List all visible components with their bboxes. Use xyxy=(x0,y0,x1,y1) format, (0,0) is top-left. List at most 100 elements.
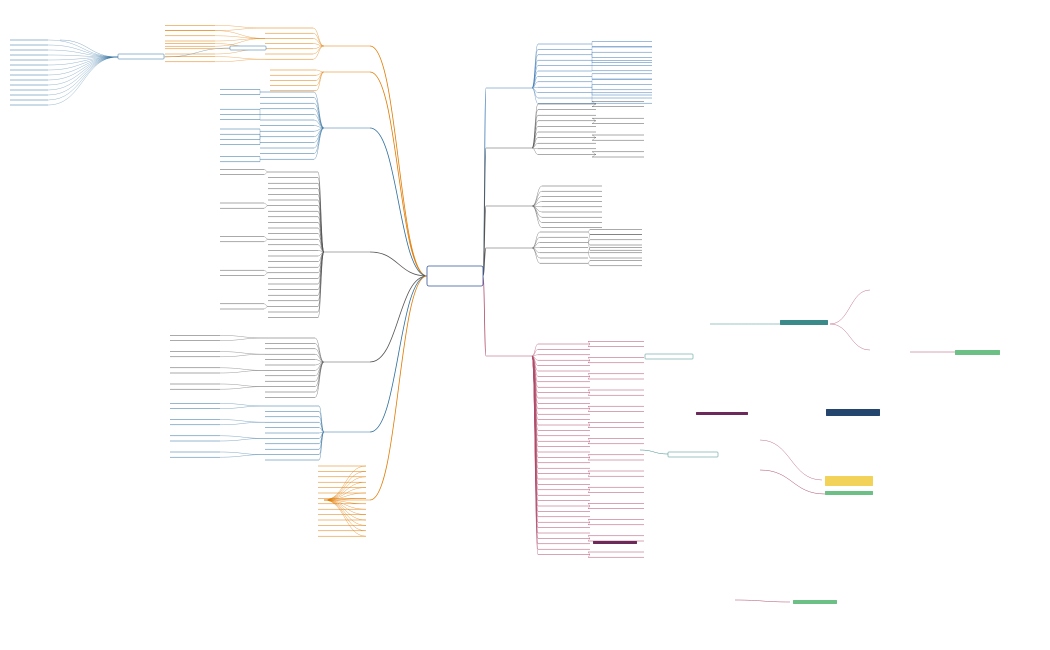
branch-connector xyxy=(531,147,539,155)
branch-connector xyxy=(587,263,591,266)
branch-connector xyxy=(587,229,591,233)
outline-node[interactable] xyxy=(667,451,719,458)
branch-connector xyxy=(263,236,269,240)
outline-node[interactable] xyxy=(229,45,267,51)
branch-connector xyxy=(263,239,269,242)
branch-connector xyxy=(219,370,266,374)
highlight-node[interactable] xyxy=(955,350,1000,355)
branch-connector xyxy=(587,408,591,412)
branch-connector xyxy=(591,137,597,141)
banner-node[interactable] xyxy=(826,409,880,416)
branch-connector xyxy=(219,351,266,355)
branch-connector xyxy=(587,470,591,474)
branch-connector xyxy=(369,251,428,277)
branch-connector xyxy=(313,127,325,154)
branch-connector xyxy=(219,367,266,371)
branch-connector xyxy=(587,231,591,235)
branch-connector xyxy=(587,247,591,253)
branch-connector xyxy=(587,392,591,396)
branch-connector xyxy=(591,151,597,155)
branch-connector xyxy=(313,97,325,129)
branch-connector xyxy=(587,376,591,380)
branch-connector xyxy=(214,56,266,60)
branch-connector xyxy=(312,27,325,47)
branch-connector xyxy=(318,411,325,433)
outline-node[interactable] xyxy=(117,53,165,60)
branch-connector xyxy=(587,489,591,493)
branch-connector xyxy=(323,482,367,501)
branch-connector xyxy=(47,56,119,91)
branch-connector xyxy=(759,469,826,495)
branch-connector xyxy=(531,247,541,264)
branch-connector xyxy=(587,441,591,444)
branch-connector xyxy=(313,103,325,129)
highlight-node[interactable] xyxy=(825,491,873,495)
branch-connector xyxy=(313,127,325,160)
branch-connector xyxy=(323,499,367,537)
branch-connector xyxy=(47,56,119,106)
branch-connector xyxy=(587,538,591,542)
highlight-node[interactable] xyxy=(793,600,837,604)
branch-connector xyxy=(587,522,591,525)
branch-connector xyxy=(587,438,591,442)
branch-connector xyxy=(47,56,119,61)
branch-connector xyxy=(219,335,266,339)
branch-connector xyxy=(323,465,367,501)
branch-connector xyxy=(47,39,119,58)
branch-connector xyxy=(531,205,543,223)
branch-connector xyxy=(587,554,591,558)
branch-connector xyxy=(759,439,823,481)
highlight-node[interactable] xyxy=(825,476,873,486)
branch-connector xyxy=(219,354,266,357)
banner-node[interactable] xyxy=(593,541,637,544)
root-node-frame xyxy=(426,265,484,287)
branch-connector xyxy=(531,54,539,89)
branch-connector xyxy=(214,59,266,62)
branch-connector xyxy=(591,103,597,107)
branch-connector xyxy=(531,87,539,104)
branch-connector xyxy=(587,454,591,458)
branch-connector xyxy=(531,205,543,228)
branch-connector xyxy=(315,71,325,86)
branch-connector xyxy=(315,71,325,91)
branch-connector xyxy=(219,403,266,407)
branch-connector xyxy=(323,487,367,501)
branch-connector xyxy=(219,422,266,425)
branch-connector xyxy=(369,127,428,277)
branch-connector xyxy=(219,386,266,390)
branch-connector xyxy=(312,45,325,60)
branch-connector xyxy=(591,101,597,105)
branch-connector xyxy=(323,476,367,501)
branch-connector xyxy=(163,47,231,58)
branch-connector xyxy=(47,56,119,81)
branch-connector xyxy=(531,103,539,149)
branch-connector xyxy=(318,431,325,461)
branch-connector xyxy=(587,505,591,509)
branch-connector xyxy=(315,69,325,73)
root-node[interactable] xyxy=(426,265,484,287)
outline-node[interactable] xyxy=(644,353,694,360)
branch-connector xyxy=(219,337,266,341)
branch-connector xyxy=(214,25,266,29)
branch-connector xyxy=(587,252,591,259)
branch-connector xyxy=(587,551,591,555)
branch-connector xyxy=(587,389,591,393)
branch-connector xyxy=(219,419,266,423)
branch-connector xyxy=(587,535,591,539)
branch-connector xyxy=(313,91,325,129)
branch-connector xyxy=(587,242,591,251)
branch-connector xyxy=(263,306,269,310)
branch-connector xyxy=(591,120,597,124)
banner-node[interactable] xyxy=(696,412,748,415)
branch-connector xyxy=(313,108,325,129)
branch-connector xyxy=(587,360,591,363)
branch-connector xyxy=(314,343,325,363)
branch-connector xyxy=(587,406,591,409)
highlight-node[interactable] xyxy=(780,320,828,325)
branch-connector xyxy=(47,54,119,58)
branch-connector xyxy=(587,357,591,361)
branch-connector xyxy=(323,499,367,515)
branch-connector xyxy=(587,260,591,264)
branch-connector xyxy=(369,275,428,501)
branch-connector xyxy=(317,251,325,296)
